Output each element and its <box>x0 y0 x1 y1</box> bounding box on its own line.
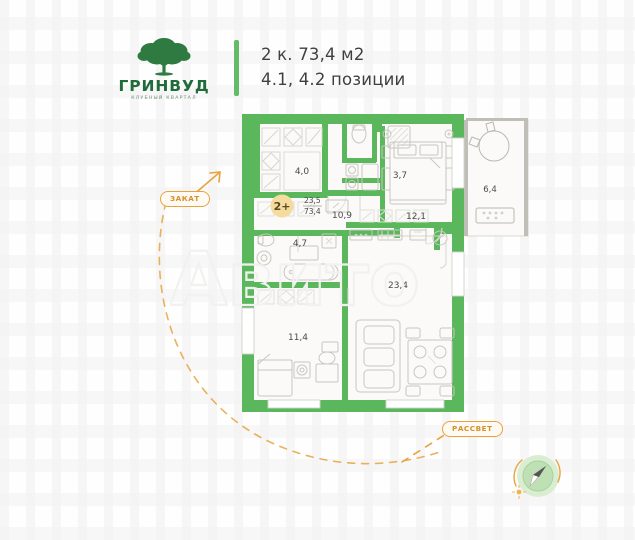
header-titles: 2 к. 73,4 м2 4.1, 4.2 позиции <box>261 44 406 90</box>
compass-rose-icon <box>511 455 561 500</box>
badge-total-area: 73,4 <box>304 207 321 216</box>
badge-living-area: 23,5 <box>304 196 321 205</box>
room-area-balcony: 6,4 <box>483 185 497 195</box>
sunset-badge: ЗАКАТ <box>160 191 210 207</box>
brand-name: ГРИНВУД <box>118 77 210 95</box>
room-area-bathroom: 4,7 <box>293 239 307 249</box>
brand-logo: ГРИНВУД КЛУБНЫЙ КВАРТАЛ <box>118 34 210 102</box>
room-area-hallway: 10,9 <box>332 211 352 221</box>
header-divider <box>234 39 239 96</box>
tree-icon <box>137 38 191 76</box>
room-area-wc: 3,7 <box>393 171 407 181</box>
balcony-area: 6,4 <box>464 118 529 237</box>
header: ГРИНВУД КЛУБНЫЙ КВАРТАЛ 2 к. 73,4 м2 4.1… <box>118 34 405 102</box>
apartment-type-title: 2 к. 73,4 м2 <box>261 44 365 64</box>
room-area-living: 23,4 <box>388 281 408 291</box>
room-area-bedroom2: 11,4 <box>288 333 308 343</box>
room-area-loggia: 4,0 <box>295 167 310 177</box>
sunrise-badge: РАССВЕТ <box>442 421 503 437</box>
floor-plan: 6,4 <box>238 112 538 412</box>
building-positions-title: 4.1, 4.2 позиции <box>261 70 406 90</box>
brand-tagline: КЛУБНЫЙ КВАРТАЛ <box>131 96 197 101</box>
badge-rooms-label: 2+ <box>274 200 291 213</box>
room-area-bedroom: 12,1 <box>406 212 426 222</box>
